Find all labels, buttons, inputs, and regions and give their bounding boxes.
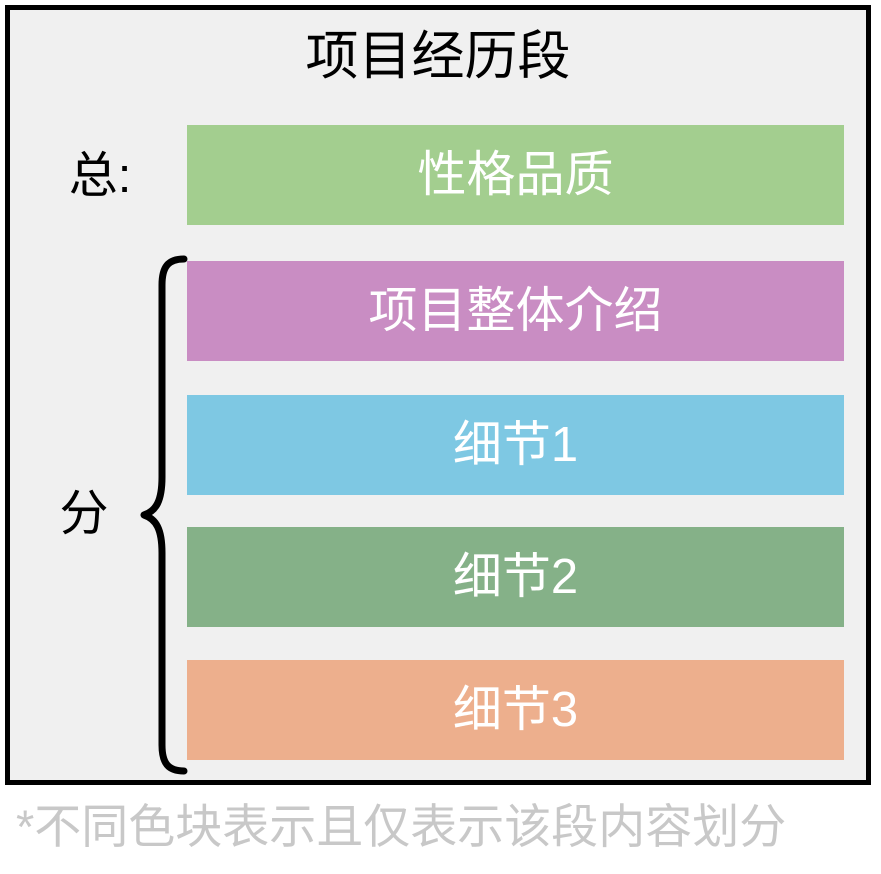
left-curly-brace-icon [140, 255, 188, 775]
content-block-label: 项目整体介绍 [368, 284, 663, 338]
content-block-3: 细节2 [187, 527, 844, 627]
label-detail: 分 [59, 487, 109, 541]
content-block-1: 项目整体介绍 [187, 261, 844, 361]
content-block-4: 细节3 [187, 660, 844, 760]
footnote-text: *不同色块表示且仅表示该段内容划分 [16, 800, 787, 853]
label-total: 总: [68, 149, 132, 203]
content-block-label: 细节3 [452, 683, 579, 737]
page-title: 项目经历段 [305, 27, 571, 86]
content-block-label: 细节2 [452, 550, 579, 604]
content-block-label: 性格品质 [417, 148, 614, 202]
content-block-0: 性格品质 [187, 125, 844, 225]
content-block-label: 细节1 [452, 418, 579, 472]
diagram-panel: 项目经历段 总: 分 性格品质 项目整体介绍 细节1 细节2 细节3 [5, 5, 871, 785]
content-block-2: 细节1 [187, 395, 844, 495]
